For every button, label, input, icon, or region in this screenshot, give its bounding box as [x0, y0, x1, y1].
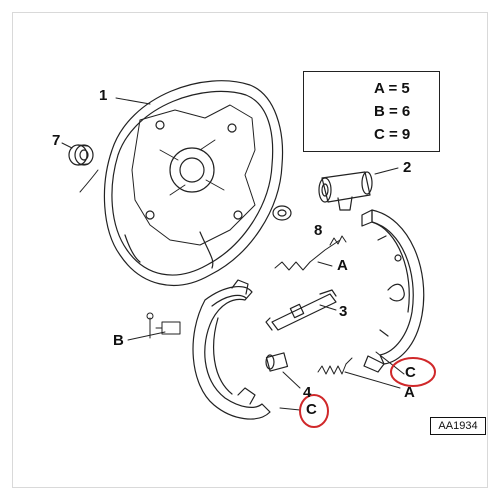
bushing-part-7 — [68, 144, 94, 166]
reference-code-box: AA1934 — [430, 417, 486, 435]
backing-plate — [79, 80, 284, 286]
callout-1: 1 — [99, 87, 108, 104]
callout-7: 7 — [52, 132, 61, 149]
callout-a-lower: A — [404, 384, 415, 401]
pin-part-4 — [265, 352, 289, 372]
callout-3: 3 — [339, 303, 348, 320]
legend-row-a: A = 5 — [374, 80, 410, 97]
callout-c-left: C — [306, 401, 317, 418]
brake-shoe-left — [192, 279, 271, 420]
callout-a-upper: A — [337, 257, 348, 274]
legend-row-b: B = 6 — [374, 103, 411, 120]
highlight-circle-c-left — [299, 394, 329, 428]
callout-8: 8 — [314, 222, 323, 239]
highlight-circle-c-right — [390, 357, 436, 387]
seal-part-8 — [272, 205, 292, 221]
brake-shoe-right — [361, 209, 425, 373]
adjuster-part-3 — [265, 289, 337, 331]
spring-a-upper — [274, 235, 347, 271]
callout-c-right: C — [405, 364, 416, 381]
callout-2: 2 — [403, 159, 412, 176]
callout-4: 4 — [303, 384, 312, 401]
wheel-cylinder-part-2 — [318, 171, 373, 211]
legend-row-c: C = 9 — [374, 126, 411, 143]
callout-b: B — [113, 332, 124, 349]
diagram-frame — [12, 12, 488, 488]
spring-a-lower — [317, 357, 353, 375]
legend-box: A = 5 B = 6 C = 9 — [303, 71, 440, 152]
hold-down-pin-b — [146, 312, 181, 339]
highlight-circles — [299, 357, 436, 428]
